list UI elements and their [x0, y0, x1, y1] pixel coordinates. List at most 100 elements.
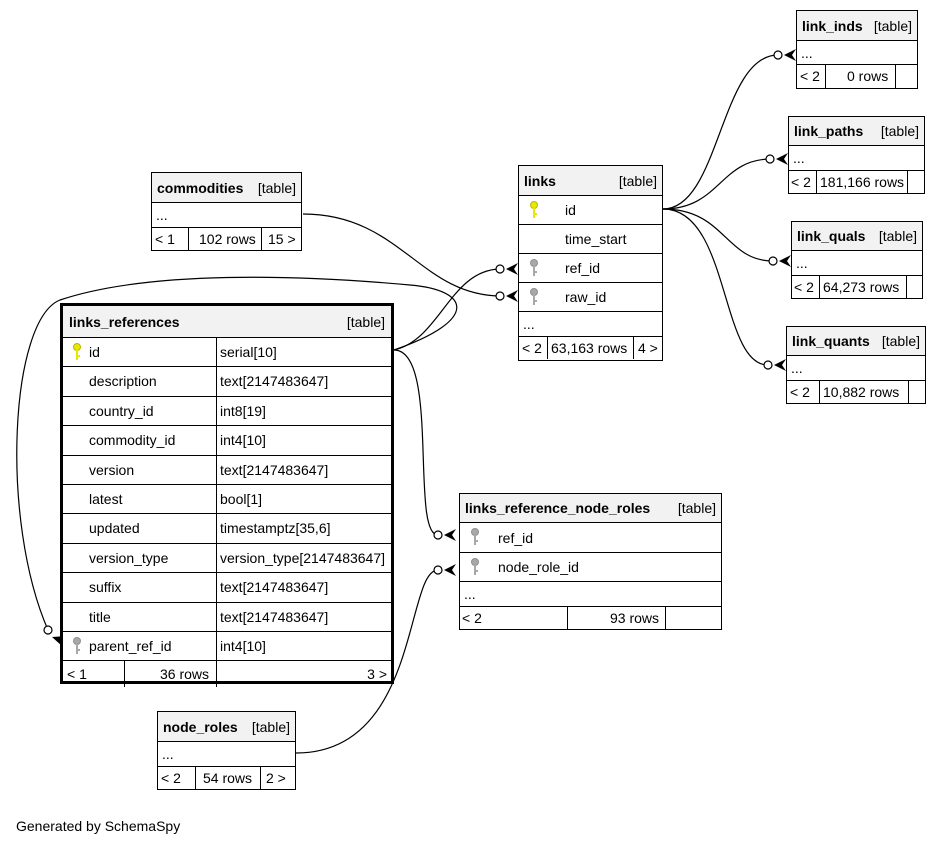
table-link-quants[interactable]: link_quants [table] ... < 2 10,882 rows — [786, 326, 926, 404]
parents-count[interactable]: < 2 — [791, 174, 811, 190]
ellipsis-text: ... — [801, 45, 813, 61]
parents-count[interactable]: < 2 — [790, 384, 810, 400]
children-count[interactable]: 4 > — [638, 340, 658, 356]
table-footer: < 2 93 rows — [460, 607, 721, 629]
table-node-roles[interactable]: node_roles [table] ... < 2 54 rows 2 > — [157, 711, 296, 790]
column-type: text[2147483647] — [220, 579, 329, 596]
column-type: int8[19] — [220, 402, 266, 419]
table-links[interactable]: links [table] id time_start ref_id raw_i… — [518, 165, 663, 361]
column-name: description — [89, 373, 157, 390]
ellipsis-text: ... — [162, 746, 174, 762]
column-name: commodity_id — [89, 432, 176, 449]
foreign-key-icon — [530, 288, 538, 305]
endpoint-circle — [773, 50, 783, 60]
column-row[interactable]: time_start — [519, 225, 662, 254]
parents-count[interactable]: < 2 — [800, 68, 820, 84]
ellipsis-row: ... — [787, 356, 925, 381]
column-row[interactable]: raw_id — [519, 283, 662, 312]
parents-count[interactable]: < 1 — [67, 666, 87, 683]
table-footer: < 2 181,166 rows — [789, 171, 924, 193]
parents-count[interactable]: < 2 — [794, 279, 814, 295]
table-link-paths[interactable]: link_paths [table] ... < 2 181,166 rows — [788, 116, 925, 194]
edge-links-to-link-quants — [662, 208, 769, 366]
endpoint-circle — [765, 154, 775, 164]
table-type-label: [table] — [618, 173, 657, 189]
table-commodities[interactable]: commodities [table] ... < 1 102 rows 15 … — [151, 172, 302, 251]
table-footer: < 1 36 rows 3 > — [63, 661, 391, 688]
row-count: 102 rows — [199, 231, 256, 247]
edge-links-to-link-paths — [662, 158, 772, 210]
column-name: latest — [89, 490, 123, 507]
column-name: parent_ref_id — [89, 637, 172, 654]
parents-count[interactable]: < 2 — [522, 340, 542, 356]
table-type-label: [table] — [257, 180, 296, 196]
column-type: bool[1] — [220, 490, 263, 507]
column-row[interactable]: suffix text[2147483647] — [63, 573, 391, 603]
arrowhead — [444, 529, 456, 541]
ellipsis-text: ... — [793, 150, 805, 166]
arrowhead — [506, 263, 518, 275]
table-footer: < 1 102 rows 15 > — [152, 228, 301, 250]
column-type: timestamptz[35,6] — [220, 520, 331, 537]
ellipsis-row: ... — [789, 146, 924, 171]
table-name: node_roles — [163, 719, 238, 735]
column-row[interactable]: ref_id — [460, 523, 721, 553]
row-count: 0 rows — [847, 68, 889, 84]
edge-links-to-link-quals — [662, 208, 774, 262]
children-count[interactable]: 2 > — [266, 770, 286, 786]
parents-count[interactable]: < 1 — [155, 231, 175, 247]
table-name: link_paths — [794, 123, 864, 139]
edge-node-roles-to-node-roles-ref — [295, 569, 439, 754]
table-type-label: [table] — [878, 228, 917, 244]
table-links-reference-node-roles[interactable]: links_reference_node_roles [table] ref_i… — [459, 493, 722, 630]
table-footer: < 2 0 rows — [797, 65, 917, 88]
column-type: int4[10] — [220, 637, 266, 654]
ellipsis-text: ... — [464, 586, 476, 602]
table-type-label: [table] — [346, 314, 385, 330]
table-link-quals[interactable]: link_quals [table] ... < 2 64,273 rows — [791, 221, 923, 299]
children-count[interactable]: 3 > — [367, 666, 387, 683]
table-link-inds[interactable]: link_inds [table] ... < 2 0 rows — [796, 10, 918, 89]
foreign-key-icon — [471, 558, 479, 575]
column-type: text[2147483647] — [220, 461, 329, 478]
column-name: id — [89, 344, 100, 360]
parents-count[interactable]: < 2 — [462, 610, 482, 626]
column-row[interactable]: id — [519, 196, 662, 225]
children-count[interactable]: 15 > — [268, 231, 296, 247]
parents-count[interactable]: < 2 — [161, 770, 181, 786]
arrowhead — [779, 255, 791, 267]
table-type-label: [table] — [881, 333, 920, 349]
table-name: link_inds — [802, 18, 863, 34]
column-type: version_type[2147483647] — [220, 549, 386, 566]
column-row[interactable]: ref_id — [519, 254, 662, 283]
table-type-label: [table] — [873, 18, 912, 34]
column-row[interactable]: latest bool[1] — [63, 484, 391, 515]
table-name: links — [524, 173, 556, 189]
column-type: text[2147483647] — [220, 373, 329, 390]
ellipsis-row: ... — [792, 251, 922, 276]
column-row[interactable]: description text[2147483647] — [63, 367, 391, 397]
column-name: id — [565, 202, 576, 218]
column-row[interactable]: node_role_id — [460, 553, 721, 582]
column-name: raw_id — [565, 289, 607, 305]
endpoint-circle — [763, 360, 773, 370]
table-header: links_references [table] — [63, 306, 391, 338]
column-name: suffix — [89, 579, 122, 596]
edge-commodities-to-links-raw-id — [302, 213, 501, 297]
column-name: ref_id — [498, 530, 534, 546]
table-header: links_reference_node_roles [table] — [460, 494, 721, 523]
row-count: 54 rows — [203, 770, 253, 786]
column-row[interactable]: parent_ref_id int4[10] — [63, 631, 391, 662]
table-name: link_quals — [797, 228, 866, 244]
column-name: ref_id — [565, 260, 601, 276]
table-footer: < 2 63,163 rows 4 > — [519, 337, 662, 359]
table-header: node_roles [table] — [158, 712, 295, 742]
